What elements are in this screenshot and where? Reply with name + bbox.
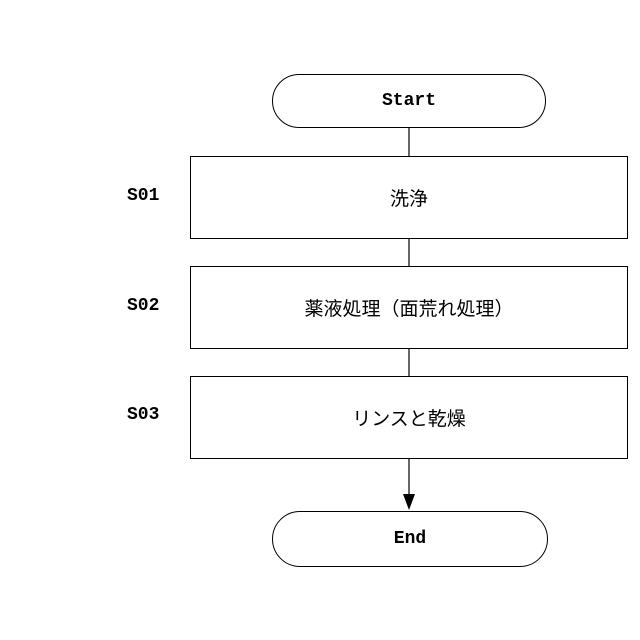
step-id-s03: S03 [127,405,159,425]
process-box-s02: 薬液処理（面荒れ処理） [190,266,628,349]
process-label-s01: 洗浄 [390,184,428,211]
process-label-s02: 薬液処理（面荒れ処理） [304,294,513,321]
end-label: End [394,529,426,549]
step-id-s01: S01 [127,186,159,206]
process-box-s01: 洗浄 [190,156,628,239]
start-label: Start [382,91,436,111]
step-id-s02: S02 [127,296,159,316]
arrow-head-icon [403,494,415,510]
end-terminal: End [272,511,548,567]
process-box-s03: リンスと乾燥 [190,376,628,459]
start-terminal: Start [272,74,546,128]
process-label-s03: リンスと乾燥 [352,404,466,431]
